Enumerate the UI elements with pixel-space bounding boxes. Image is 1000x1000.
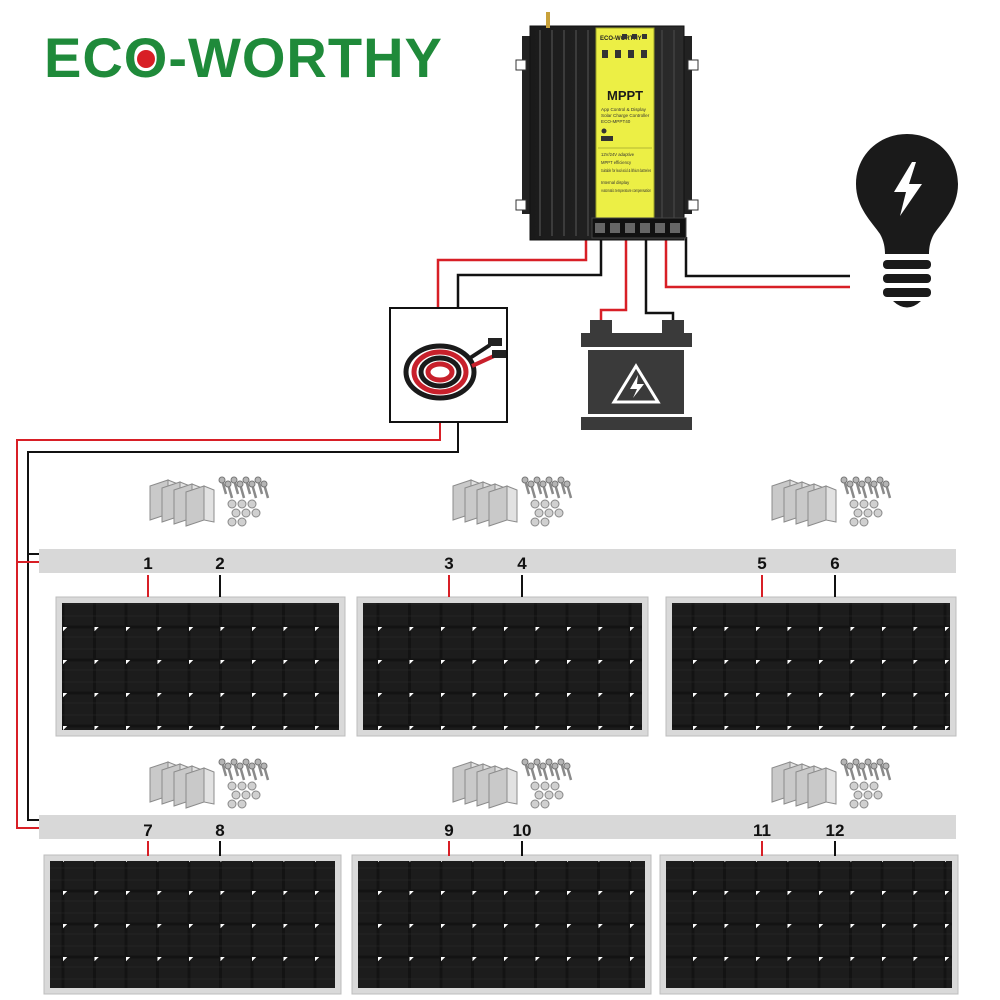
panel-number-11: 11 xyxy=(753,821,771,840)
z-bracket-icon xyxy=(452,479,518,527)
wiring-controller-to-battery xyxy=(599,237,675,328)
panel-number-2: 2 xyxy=(215,554,224,573)
z-bracket-icon xyxy=(771,479,837,527)
screws-nuts-icon xyxy=(840,758,892,809)
lightning-bolt-icon xyxy=(894,162,922,216)
controller-brand-label: ECO-WORTHY xyxy=(600,36,642,42)
solar-panel-1 xyxy=(55,596,346,737)
solar-panel-3 xyxy=(665,596,957,737)
mounting-rail-bottom xyxy=(39,815,956,839)
panel-number-5: 5 xyxy=(757,554,766,573)
solar-cells xyxy=(672,603,950,730)
panel-number-3: 3 xyxy=(444,554,453,573)
panel-number-1: 1 xyxy=(143,554,152,573)
controller-subtitle-1: App Control & Display xyxy=(601,107,647,112)
z-bracket-icon xyxy=(149,761,215,809)
mounting-hardware-sets xyxy=(149,476,892,809)
solar-cells xyxy=(62,603,339,730)
screws-nuts-icon xyxy=(840,476,892,527)
solar-panel-4 xyxy=(43,854,342,995)
pv-extension-cable-icon xyxy=(403,338,506,401)
screws-nuts-icon xyxy=(521,476,573,527)
controller-feature-3: Suitable for lead-acid & lithium batteri… xyxy=(601,168,651,173)
panel-number-7: 7 xyxy=(143,821,152,840)
solar-cells xyxy=(50,861,335,988)
panel-number-10: 10 xyxy=(513,821,532,840)
wiring-controller-to-cable xyxy=(436,237,603,308)
battery-icon xyxy=(581,320,692,430)
controller-mode-label: MPPT xyxy=(607,88,643,103)
wiring-controller-to-load xyxy=(664,237,850,289)
mounting-hardware-6 xyxy=(771,758,892,809)
warning-triangle-icon xyxy=(611,363,661,404)
light-bulb-icon xyxy=(856,134,958,308)
app-icon xyxy=(601,128,607,134)
screws-nuts-icon xyxy=(218,476,270,527)
mounting-hardware-4 xyxy=(149,758,270,809)
panel-number-6: 6 xyxy=(830,554,839,573)
controller-feature-1: 12V/24V adaptive xyxy=(601,152,635,157)
panel-number-9: 9 xyxy=(444,821,453,840)
screws-nuts-icon xyxy=(521,758,573,809)
solar-panel-6 xyxy=(659,854,959,995)
brand-logo: ECO-WORTHY xyxy=(44,26,443,89)
controller-feature-5: Automatic temperature compensation xyxy=(601,188,651,193)
mounting-hardware-5 xyxy=(452,758,573,809)
mounting-hardware-1 xyxy=(149,476,270,527)
solar-panel-5 xyxy=(351,854,652,995)
solar-cells xyxy=(358,861,645,988)
mounting-hardware-2 xyxy=(452,476,573,527)
cable-box xyxy=(389,307,508,423)
screws-nuts-icon xyxy=(218,758,270,809)
controller-subtitle-3: ECO-MPPT40 xyxy=(601,119,631,124)
mounting-rail-top xyxy=(39,549,956,573)
solar-cells xyxy=(363,603,642,730)
mounting-hardware-3 xyxy=(771,476,892,527)
z-bracket-icon xyxy=(452,761,518,809)
store-badge-icon xyxy=(601,136,613,141)
panel-number-4: 4 xyxy=(517,554,527,573)
panel-number-8: 8 xyxy=(215,821,224,840)
controller-subtitle-2: Solar Charge Controller xyxy=(601,113,650,118)
z-bracket-icon xyxy=(149,479,215,527)
antenna-icon xyxy=(546,12,550,28)
controller-feature-2: MPPT efficiency xyxy=(601,160,632,165)
controller-feature-4: Internal display xyxy=(601,180,630,185)
solar-cells xyxy=(666,861,952,988)
z-bracket-icon xyxy=(771,761,837,809)
solar-panel-2 xyxy=(356,596,649,737)
controller-label-panel xyxy=(595,27,655,219)
panel-number-12: 12 xyxy=(826,821,845,840)
charge-controller: ECO-WORTHY MPPT App Control & Display So… xyxy=(515,12,699,241)
solar-panels xyxy=(43,596,959,995)
